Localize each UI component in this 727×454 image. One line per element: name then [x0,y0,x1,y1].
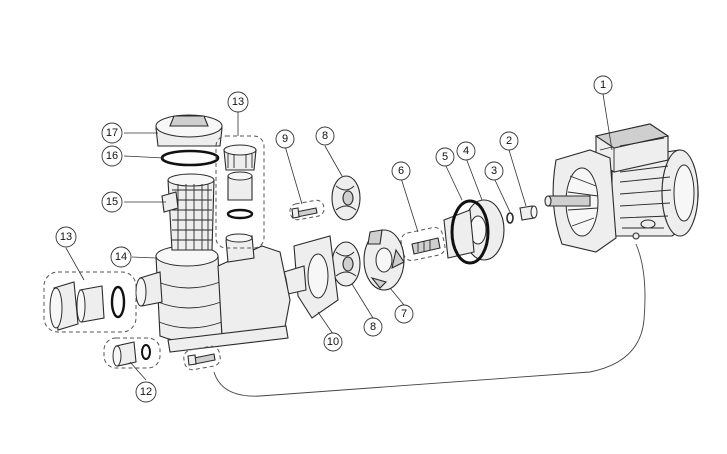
small-oring-icon [506,212,514,224]
strainer-basket-icon [161,173,215,251]
strainer-lid-icon [155,114,223,147]
impeller-lower-icon [331,241,361,287]
callout-2: 2 [499,131,519,151]
ground-wire [213,243,646,397]
electric-motor-icon [544,123,699,253]
callout-8-upper-label: 8 [322,130,328,142]
callout-7: 7 [394,304,414,324]
callout-1: 1 [593,75,613,95]
union-set-left-group [43,271,137,333]
volute-icon [283,235,339,319]
callout-9-label: 9 [282,133,288,145]
leader-lines [65,93,613,381]
callout-6-label: 6 [398,165,404,177]
callout-5-label: 5 [442,151,448,163]
callout-1-label: 1 [600,79,606,91]
callout-8-upper: 8 [315,126,335,146]
callout-3: 3 [484,161,504,181]
callout-13-left: 13 [55,226,77,248]
callout-14-label: 14 [115,251,127,263]
callout-15-label: 15 [106,196,118,208]
pump-housing-icon [135,233,291,353]
callout-7-label: 7 [401,308,407,320]
callout-13-upper: 13 [227,91,249,113]
mechanical-seal-group [400,226,446,262]
callout-9: 9 [275,129,295,149]
ground-screw-group [183,345,221,371]
callout-5: 5 [435,147,455,167]
callout-16-label: 16 [106,150,118,162]
shaft-sleeve-icon [519,205,538,221]
callout-15: 15 [101,191,123,213]
callout-12-label: 12 [140,386,152,398]
callout-13-left-label: 13 [60,231,72,243]
callout-8-lower: 8 [363,317,383,337]
callout-6: 6 [391,161,411,181]
callout-16: 16 [101,145,123,167]
diffuser-icon [363,229,405,291]
lid-oring-icon [160,149,220,167]
large-oring-icon [450,199,490,265]
callout-17: 17 [101,122,123,144]
callout-2-label: 2 [506,135,512,147]
drain-plug-group [103,337,161,369]
callout-3-label: 3 [491,165,497,177]
callout-10-label: 10 [327,336,339,348]
callout-12: 12 [135,381,157,403]
callout-17-label: 17 [106,127,118,139]
callout-14: 14 [110,246,132,268]
screw-group [289,199,325,221]
impeller-upper-icon [331,175,361,221]
callout-4: 4 [456,141,476,161]
callout-8-lower-label: 8 [370,321,376,333]
callout-4-label: 4 [463,145,469,157]
callout-13-upper-label: 13 [232,96,244,108]
callout-10: 10 [323,332,343,352]
union-set-upper-group [215,135,265,249]
